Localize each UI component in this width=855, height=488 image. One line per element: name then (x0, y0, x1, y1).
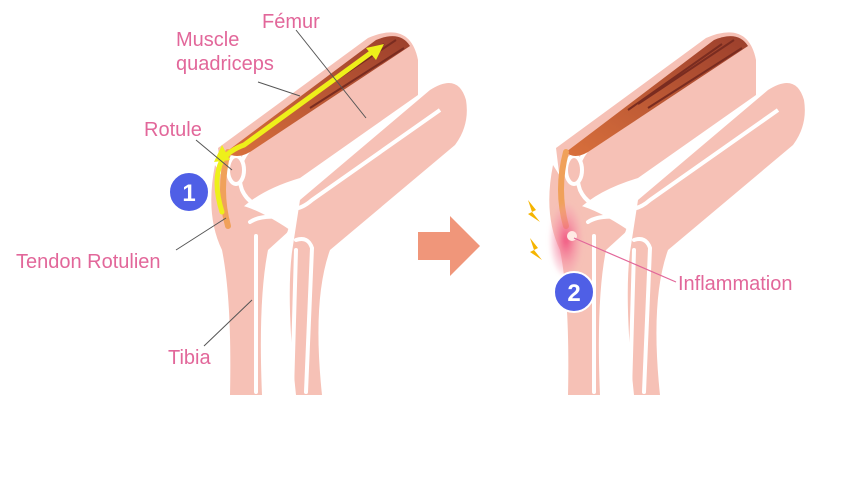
fibula-bone (290, 237, 315, 394)
thigh-shape (218, 32, 418, 231)
step-badge-1: 1 (168, 171, 210, 213)
step-badge-2: 2 (553, 271, 595, 313)
knee-inflamed: 2 Inflammation (528, 32, 805, 396)
label-femur: Fémur (262, 11, 320, 33)
muscle-stripes-2 (627, 39, 743, 111)
label-inflammation: Inflammation (678, 273, 793, 295)
leader-muscle (257, 81, 301, 97)
label-rotule: Rotule (144, 119, 202, 141)
label-muscle-1: Muscle (176, 29, 239, 51)
tibia-bone (248, 214, 293, 394)
thigh-shape-2 (556, 32, 756, 231)
lightning-icon (528, 200, 540, 222)
calf-shape (289, 82, 467, 396)
right-arrow-icon (418, 216, 480, 276)
femur-bone (237, 52, 442, 211)
fibula-bone-2 (628, 237, 653, 394)
patella-bone (226, 154, 246, 186)
inflammation-area (550, 204, 582, 276)
inflammation-spot (567, 231, 577, 241)
label-muscle-2: quadriceps (176, 53, 274, 75)
shin-shape (211, 165, 290, 395)
calf-shape-2 (627, 82, 805, 396)
leader-inflammation (573, 237, 677, 283)
label-tendon: Tendon Rotulien (16, 251, 161, 273)
knee-normal: 1 Fémur Muscle quadriceps Rotule Tendon … (16, 11, 467, 396)
leader-tibia (203, 299, 253, 347)
badge-1-number: 1 (182, 180, 195, 207)
force-arrow-head (366, 44, 384, 60)
label-tibia: Tibia (168, 347, 211, 369)
leader-rotule (195, 139, 233, 171)
lightning-icon (530, 238, 542, 260)
tibia-bone-2 (586, 214, 631, 394)
badge-2-number: 2 (567, 280, 580, 307)
leader-tendon (175, 217, 227, 251)
quadriceps-muscle-2 (566, 36, 748, 156)
femur-bone-2 (575, 52, 780, 211)
patella-bone-2 (564, 154, 584, 186)
leader-femur (295, 29, 367, 119)
